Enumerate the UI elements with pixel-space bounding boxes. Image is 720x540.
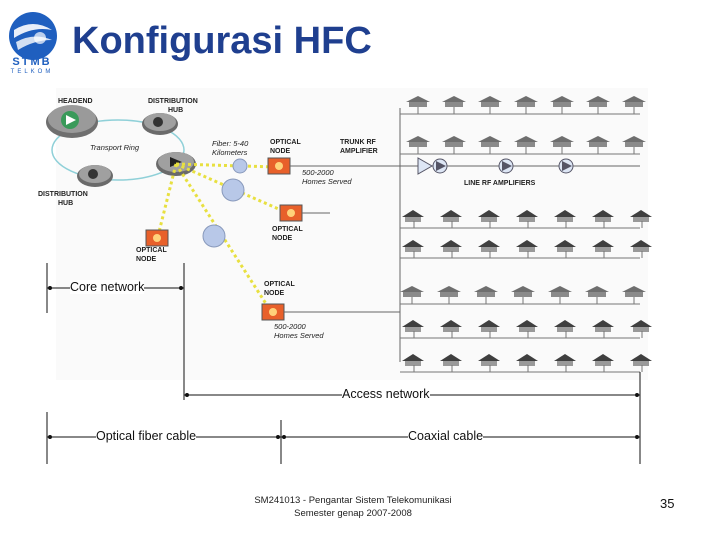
distribution-hub-left-icon (77, 165, 113, 187)
fiber-distance-label-2: Kilometers (212, 148, 248, 157)
access-network-label: Access network (342, 387, 430, 401)
transport-ring (51, 119, 185, 181)
slide-title: Konfigurasi HFC (72, 20, 372, 62)
optical-node-label-2: NODE (270, 148, 291, 155)
optical-fiber-cable-label: Optical fiber cable (96, 429, 197, 443)
coaxial-cable-label: Coaxial cable (408, 429, 484, 443)
headend-icon (46, 105, 98, 138)
splice-icon (202, 224, 226, 248)
optical-node-icon (145, 229, 169, 247)
line-amplifier-icon (498, 158, 514, 174)
footer-semester: Semester genap 2007-2008 (294, 508, 412, 519)
logo-brand-text: STMB (12, 56, 52, 68)
logo-sub-text: TELKOM (10, 69, 54, 75)
optical-node-icon (267, 157, 291, 175)
transport-ring-label: Transport Ring (90, 143, 140, 152)
optical-node-icon (279, 204, 303, 222)
homes-served-label-2: Homes Served (274, 331, 324, 340)
diagram-area (56, 88, 648, 380)
homes-served-label-1: 500-2000 (274, 322, 307, 331)
trunk-amplifier-icon (417, 157, 434, 175)
optical-node-label-1: OPTICAL (264, 281, 295, 288)
homes-served-label-2: Homes Served (302, 177, 352, 186)
trunk-amplifier-label-2: AMPLIFIER (340, 148, 378, 155)
page-number: 35 (660, 496, 675, 511)
footer: SM241013 - Pengantar Sistem Telekomunika… (228, 494, 478, 520)
hub-top-label-1: DISTRIBUTION (148, 98, 198, 105)
optical-node-label-1: OPTICAL (272, 226, 303, 233)
optical-node-label-2: NODE (264, 290, 285, 297)
headend-label: HEADEND (58, 98, 93, 105)
footer-course: SM241013 - Pengantar Sistem Telekomunika… (254, 495, 452, 506)
hub-left-label-1: DISTRIBUTION (38, 191, 88, 198)
line-amplifiers-label: LINE RF AMPLIFIERS (464, 180, 536, 187)
splice-icon (221, 178, 245, 202)
optical-node-label-1: OPTICAL (270, 139, 301, 146)
trunk-amplifier-label-1: TRUNK RF (340, 139, 376, 146)
optical-node-label-2: NODE (272, 235, 293, 242)
hub-left-label-2: HUB (58, 200, 73, 207)
stmb-logo (9, 12, 57, 60)
line-amplifier-icon (558, 158, 574, 174)
optical-node-label-2: NODE (136, 256, 157, 263)
homes-served-label-1: 500-2000 (302, 168, 335, 177)
optical-node-label-1: OPTICAL (136, 247, 167, 254)
fiber-distance-label-1: Fiber: 5-40 (212, 139, 249, 148)
splice-icon (232, 158, 248, 174)
hub-top-label-2: HUB (168, 107, 183, 114)
optical-node-icon (261, 303, 285, 321)
homes-group (400, 96, 652, 373)
core-network-label: Core network (70, 280, 145, 294)
line-amplifier-icon (432, 158, 448, 174)
distribution-hub-top-icon (142, 113, 178, 135)
